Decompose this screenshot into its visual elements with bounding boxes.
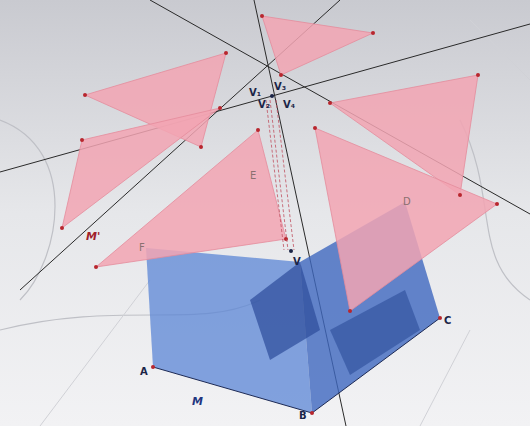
surface-label: M	[192, 396, 203, 407]
surface-label: M'	[86, 231, 100, 242]
vertex-label: V₄	[283, 100, 295, 110]
point-label: D	[403, 197, 411, 207]
vertex-label: V₂	[258, 100, 270, 110]
vertex-label: V₃	[274, 82, 286, 92]
vertex-label: A	[140, 367, 148, 377]
point-label: E	[250, 171, 256, 181]
point-label: F	[139, 243, 145, 253]
vertex-label: B	[299, 411, 307, 421]
vertex-label: C	[444, 316, 451, 326]
vertex-label: V	[293, 257, 301, 267]
vertex-label: V₁	[249, 88, 261, 98]
